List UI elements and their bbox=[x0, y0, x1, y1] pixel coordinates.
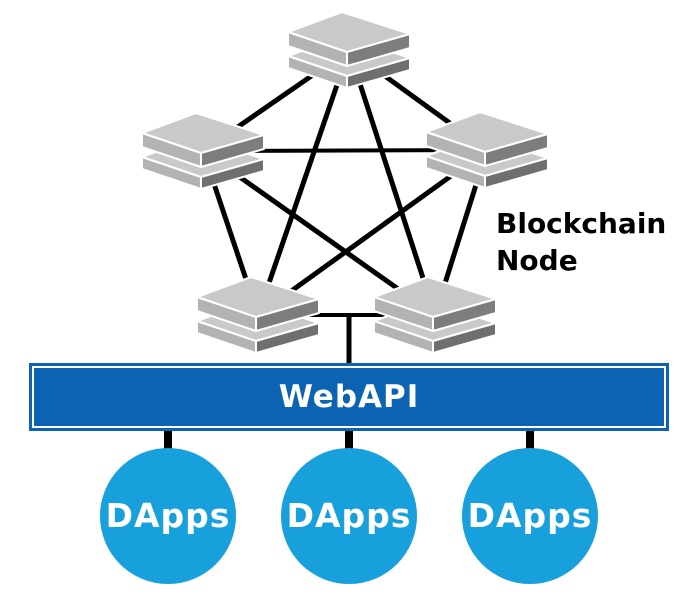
blockchain-node bbox=[141, 112, 265, 190]
webapi-bar-label: WebAPI bbox=[278, 379, 420, 415]
dapp-label: DApps bbox=[467, 496, 593, 535]
dapp-label: DApps bbox=[286, 496, 412, 535]
dapp-label: DApps bbox=[105, 496, 231, 535]
dapp-circle: DApps bbox=[281, 448, 417, 584]
webapi-bar: WebAPI bbox=[29, 363, 669, 431]
blockchain-node-label: Blockchain Node bbox=[496, 207, 667, 277]
blockchain-node bbox=[425, 111, 549, 189]
blockchain-node bbox=[196, 276, 320, 354]
blockchain-node bbox=[287, 11, 411, 89]
blockchain-node bbox=[373, 276, 497, 354]
dapp-circle: DApps bbox=[100, 448, 236, 584]
dapp-circle: DApps bbox=[462, 448, 598, 584]
